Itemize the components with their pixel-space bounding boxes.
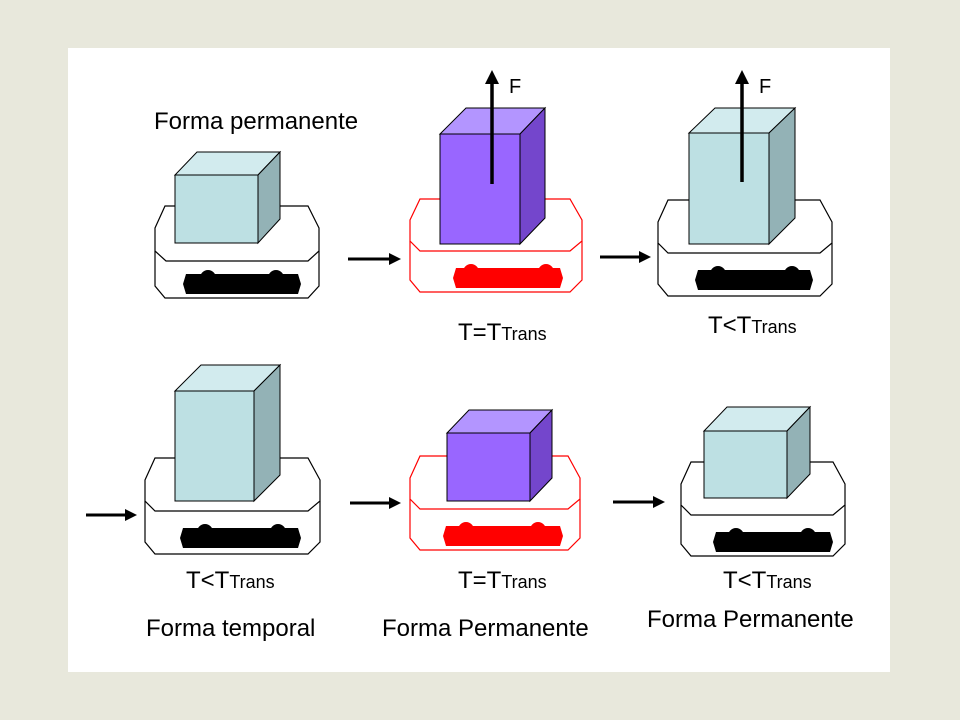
force-arrow: [485, 70, 499, 184]
stage-roller: [728, 528, 744, 544]
stage-legs: [657, 243, 833, 297]
arrow-right: [348, 253, 401, 265]
label-temp-top-right: T<TTrans: [708, 312, 797, 339]
stage-roller: [268, 270, 284, 286]
arrow-right: [350, 497, 401, 509]
cube-permanent-cooled: [702, 405, 812, 500]
stage-roller: [463, 264, 479, 280]
stage-roller: [270, 524, 286, 540]
label-forma-permanente-bottom-mid: Forma Permanente: [382, 615, 589, 642]
label-temp-bottom-mid: T=TTrans: [458, 567, 547, 594]
shape-memory-diagram: [86, 70, 846, 557]
cube-front: [446, 432, 531, 502]
slide: Forma permanente F F T=TTrans T<TTrans T…: [68, 48, 890, 672]
cube-front: [688, 132, 770, 245]
cube-recovered-heated: [445, 408, 554, 503]
cube-temporary-shape: [173, 363, 282, 503]
stage-roller: [200, 270, 216, 286]
stage-roller: [538, 264, 554, 280]
cube-front: [174, 390, 255, 502]
force-arrow: [735, 70, 749, 182]
stage-roller: [197, 524, 213, 540]
cube-front: [439, 133, 521, 245]
label-forma-permanente-bottom-right: Forma Permanente: [647, 606, 854, 633]
label-temp-bottom-left: T<TTrans: [186, 567, 275, 594]
stage-roller: [458, 522, 474, 538]
stage-legs: [154, 251, 320, 299]
stage-roller: [710, 266, 726, 282]
label-temp-bottom-right: T<TTrans: [723, 567, 812, 594]
cube-front: [174, 174, 259, 244]
cube-deformed-cooled: [687, 106, 797, 246]
label-forma-permanente-top: Forma permanente: [154, 108, 359, 135]
stage-roller: [530, 522, 546, 538]
cube-front: [703, 430, 788, 499]
label-temp-top-mid: T=TTrans: [458, 319, 547, 346]
stage-roller: [800, 528, 816, 544]
stage-foot: [453, 268, 563, 288]
arrow-right: [600, 251, 651, 263]
stage-roller: [784, 266, 800, 282]
arrow-right: [86, 509, 137, 521]
cube-permanent-shape: [173, 150, 282, 245]
stage-legs: [144, 501, 321, 555]
cube-deformed-heated: [438, 106, 547, 246]
stage-legs: [680, 505, 846, 557]
label-force-2: F: [759, 76, 772, 98]
stage-legs: [409, 499, 581, 551]
stage-legs: [409, 241, 583, 293]
arrow-right: [613, 496, 665, 508]
label-force-1: F: [509, 76, 522, 98]
label-forma-temporal: Forma temporal: [146, 615, 316, 642]
